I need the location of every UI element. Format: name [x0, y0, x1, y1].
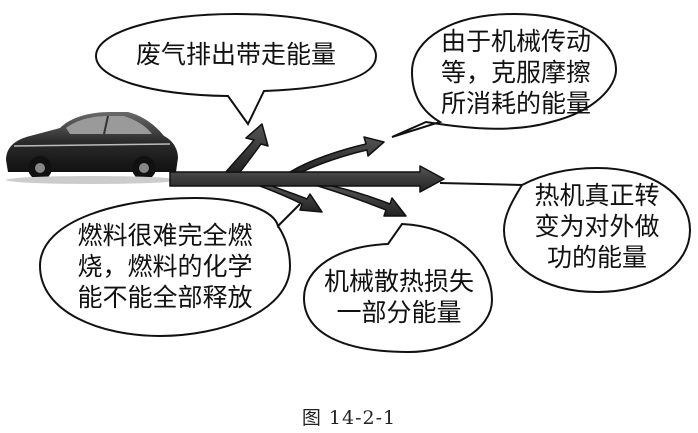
incomplete-combustion-flow-arrow — [259, 185, 323, 213]
transmission-flow-arrow — [289, 136, 385, 173]
bubble-exhaust-text: 废气排出带走能量 — [104, 39, 368, 70]
bubble-useful-work-text: 热机真正转 变为对外做 功的能量 — [514, 180, 680, 273]
car-window-divider — [103, 115, 109, 135]
car-rear-hub — [139, 163, 149, 173]
car-front-hub — [35, 163, 45, 173]
bubble-transmission-line-1: 由于机械传动 — [440, 27, 591, 56]
bubble-useful-work — [439, 166, 692, 294]
bubble-incomplete-combustion — [38, 196, 301, 338]
bubble-incomplete-combustion-line-3: 能不能全部释放 — [77, 283, 253, 312]
exhaust-flow-arrow — [225, 123, 269, 173]
bubble-exhaust — [94, 12, 378, 126]
bubble-incomplete-combustion-text: 燃料很难完全燃 烧，燃料的化学 能不能全部释放 — [50, 220, 280, 313]
bubble-incomplete-combustion-line-2: 烧，燃料的化学 — [77, 252, 253, 281]
bubble-transmission-line-3: 所消耗的能量 — [440, 89, 591, 118]
car-illustration — [6, 112, 178, 184]
bubble-useful-work-line-1: 热机真正转 — [534, 181, 660, 210]
energy-flow-arrows — [169, 123, 445, 217]
bubble-transmission — [391, 12, 618, 138]
bubble-heat-dissipation-line-1: 机械散热损失 — [323, 267, 474, 296]
bubble-incomplete-combustion-line-1: 燃料很难完全燃 — [77, 221, 253, 250]
bubble-transmission-text: 由于机械传动 等，克服摩擦 所消耗的能量 — [424, 26, 608, 119]
bubble-exhaust-line-1: 废气排出带走能量 — [135, 40, 336, 69]
heat-dissipation-flow-arrow — [317, 185, 407, 217]
bubble-heat-dissipation-line-2: 一部分能量 — [336, 298, 462, 327]
bubble-heat-dissipation — [302, 222, 494, 354]
car-window — [66, 116, 152, 134]
bubble-useful-work-line-3: 功的能量 — [546, 243, 647, 272]
bubble-transmission-line-2: 等，克服摩擦 — [440, 58, 591, 87]
car-shadow — [6, 176, 178, 184]
figure-caption: 图 14-2-1 — [301, 407, 397, 429]
speech-bubbles — [38, 12, 692, 354]
bubble-heat-dissipation-text: 机械散热损失 一部分能量 — [316, 266, 482, 328]
car-highlight — [13, 143, 171, 147]
bubble-useful-work-line-2: 变为对外做 — [534, 212, 660, 241]
